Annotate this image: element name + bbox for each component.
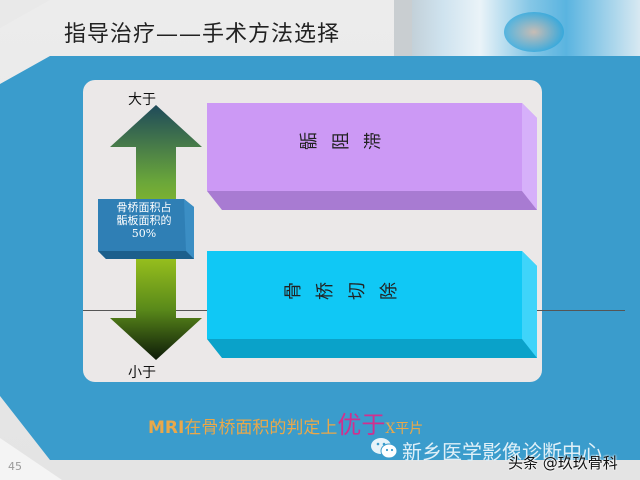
less-than-label: 小于 xyxy=(128,365,156,381)
page-number: 45 xyxy=(8,460,22,473)
box-3d-shape xyxy=(207,251,537,358)
threshold-box: 骨桥面积占 骺板面积的 50% xyxy=(98,199,194,259)
surgery-photo xyxy=(394,0,640,56)
conclusion-suffix: X平片 xyxy=(385,421,424,437)
conclusion-prefix: MRI xyxy=(148,418,185,438)
slide-title: 指导治疗——手术方法选择 xyxy=(64,22,341,47)
conclusion-text: MRI在骨桥面积的判定上优于X平片 xyxy=(148,405,423,440)
greater-than-label: 大于 xyxy=(128,92,156,108)
upper-box-label: 骺阻滞 xyxy=(299,132,395,153)
wechat-watermark: 新乡医学影像诊断中心 xyxy=(402,440,602,464)
threshold-label-line3: 50% xyxy=(131,227,157,240)
wechat-icon xyxy=(371,438,398,459)
threshold-label-line2: 骺板面积的 xyxy=(116,214,172,227)
lower-box-bone-bridge-resection: 骨桥切除 xyxy=(207,251,537,358)
lower-box-label: 骨桥切除 xyxy=(283,282,411,303)
threshold-box-shape xyxy=(98,199,194,259)
upper-box-epiphysiodesis: 骺阻滞 xyxy=(207,103,537,210)
box-3d-shape xyxy=(207,103,537,210)
conclusion-highlight: 优于 xyxy=(337,411,386,439)
conclusion-middle: 在骨桥面积的判定上 xyxy=(184,418,338,438)
threshold-label-line1: 骨桥面积占 xyxy=(116,201,172,214)
toutiao-watermark: 头条 @玖玖骨科 xyxy=(508,454,618,472)
